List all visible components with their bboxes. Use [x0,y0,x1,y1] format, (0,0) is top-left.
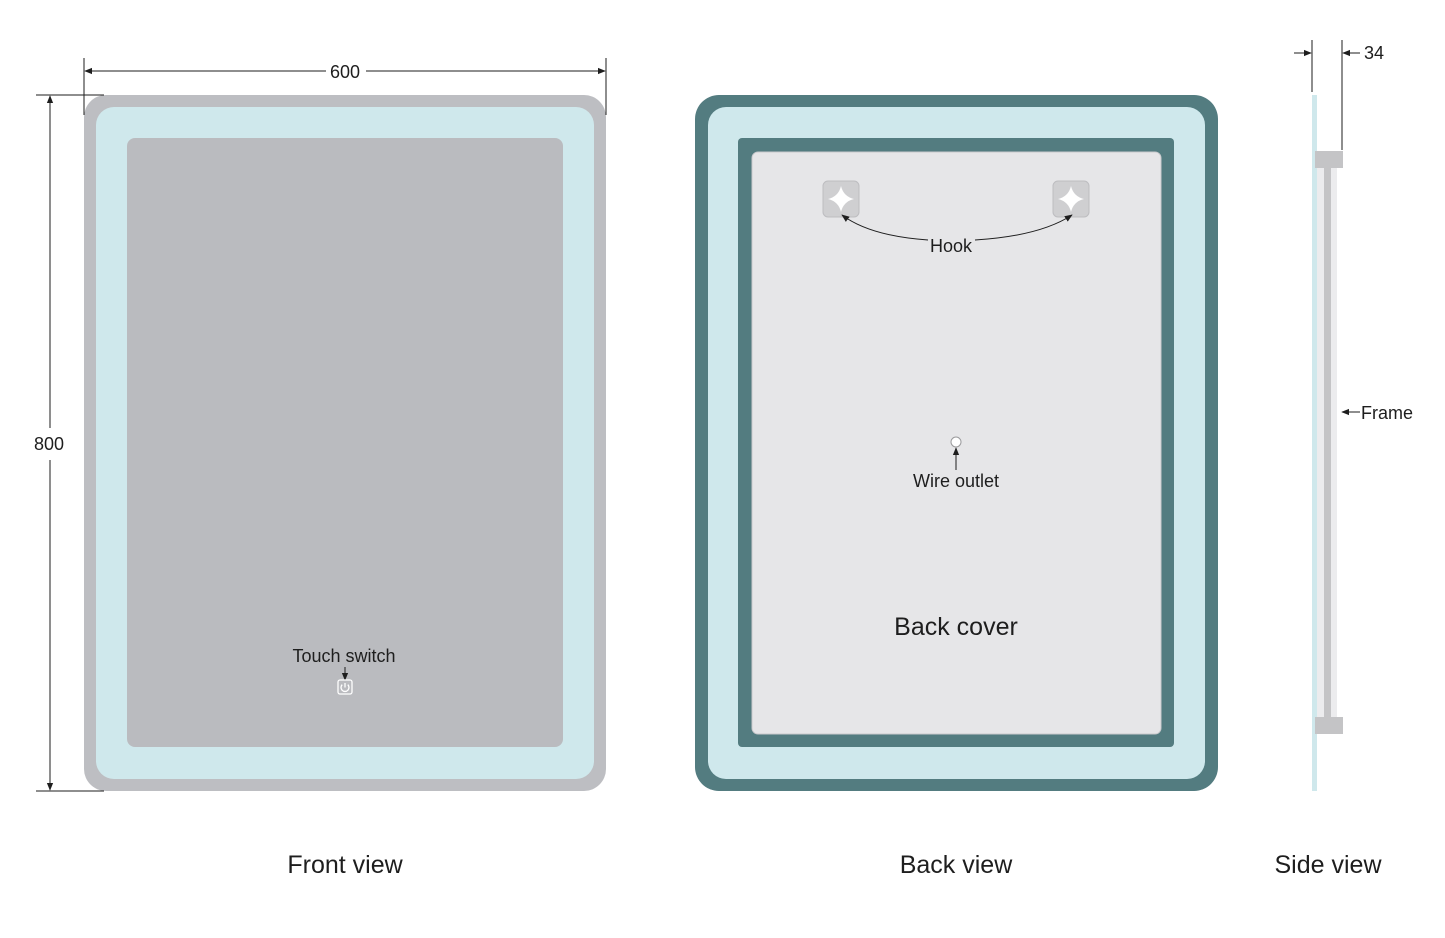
side-bracket-bottom [1315,717,1343,734]
width-dimension: 600 [83,58,607,115]
power-icon [337,679,353,695]
width-dimension-label: 600 [330,62,360,82]
front-view: 600 800 Touch switch Front view [34,58,607,879]
cross-slot-icon [1052,180,1090,218]
side-view: 34 Frame Side view [1275,40,1413,879]
wire-outlet-hole [950,436,962,448]
front-view-caption: Front view [287,851,403,879]
back-cover-label: Back cover [894,613,1018,641]
wire-outlet-label: Wire outlet [913,471,999,491]
side-view-caption: Side view [1275,851,1383,879]
depth-dimension-label: 34 [1364,43,1384,63]
height-dimension: 800 [34,94,104,792]
height-dimension-label: 800 [34,434,64,454]
back-view: Hook Wire outlet Back cover Back view [695,95,1218,879]
side-bracket-top [1315,151,1343,168]
depth-dimension: 34 [1294,40,1384,150]
mirror-glass [127,138,563,747]
cross-slot-icon [822,180,860,218]
back-view-caption: Back view [900,851,1013,879]
hook-leader-right [974,214,1073,241]
hook-label: Hook [930,236,973,256]
touch-switch-label: Touch switch [292,646,395,666]
side-glass [1312,95,1317,791]
frame-label: Frame [1361,403,1413,423]
hook-leader-left [841,214,929,241]
side-frame-rail [1324,168,1331,717]
